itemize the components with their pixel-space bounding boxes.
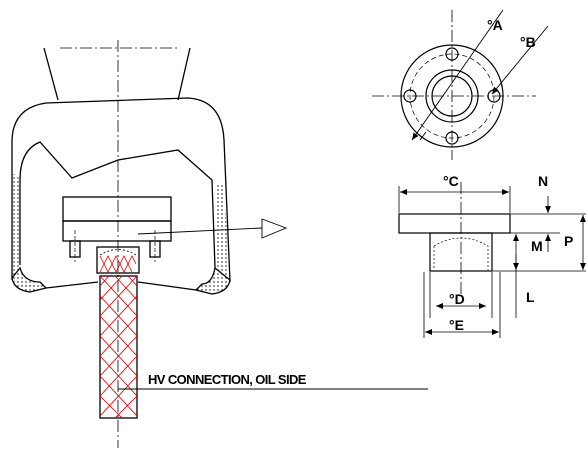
caption-text: HV CONNECTION, OIL SIDE <box>148 372 307 387</box>
label-P: P <box>564 233 573 249</box>
label-N: N <box>538 173 548 189</box>
rim-left <box>11 266 48 293</box>
label-A: °A <box>487 17 503 33</box>
rim-right <box>194 266 231 295</box>
flange-lower <box>62 220 172 242</box>
bolt-hole-left <box>403 89 417 103</box>
shell-hatch-left <box>12 174 20 280</box>
shell-hatch-right <box>215 185 230 282</box>
outer-shell <box>11 97 231 283</box>
bolt-hole-top <box>445 47 459 61</box>
flange-plate <box>398 213 511 234</box>
bolt-hole-bottom <box>445 131 459 145</box>
flange-upper <box>62 196 172 222</box>
label-D: °D <box>449 291 465 307</box>
bolt-circle <box>409 53 495 139</box>
braided-cable <box>99 275 138 419</box>
flange-side-view <box>398 182 586 338</box>
stud-braid <box>99 255 137 273</box>
bushing-neck <box>43 47 191 101</box>
bushing-assembly <box>11 40 231 448</box>
label-L: L <box>526 289 535 305</box>
flange-outer-circle <box>400 44 504 148</box>
bore-inner <box>431 75 473 117</box>
inner-shell <box>19 141 216 269</box>
flange-spigot <box>429 232 493 272</box>
bore-outer <box>425 69 479 123</box>
detail-pointer <box>137 218 288 239</box>
label-B: °B <box>520 34 536 50</box>
flange-plan-view <box>372 9 549 160</box>
label-C: °C <box>443 173 459 189</box>
label-E: °E <box>449 317 464 333</box>
label-M: M <box>531 238 543 254</box>
terminal-stud <box>96 246 140 274</box>
